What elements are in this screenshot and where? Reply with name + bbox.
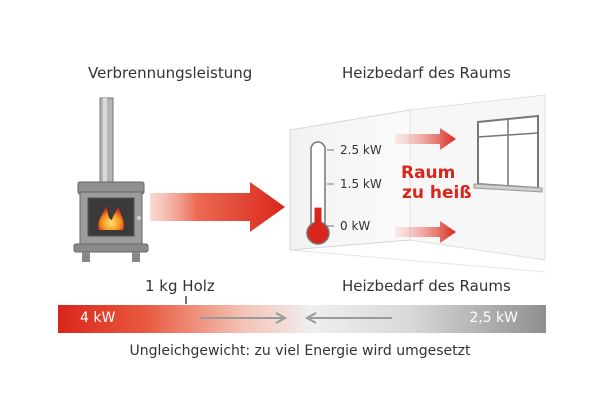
window-icon — [473, 114, 543, 193]
arrow-left-icon — [304, 312, 317, 324]
left-title: Verbrennungsleistung — [88, 64, 253, 82]
stove-icon — [73, 97, 149, 262]
gauge-label-mid: 1.5 kW — [340, 177, 382, 191]
gauge-label-high: 2.5 kW — [340, 143, 382, 157]
bar-left-value: 4 kW — [80, 310, 116, 326]
arrow-right-icon — [395, 128, 456, 150]
arrow-right-icon — [275, 312, 288, 324]
gauge-label-low: 0 kW — [340, 219, 370, 233]
too-hot-line1: Raum — [401, 163, 455, 183]
flame-icon — [98, 206, 124, 230]
bar-right-title: Heizbedarf des Raums — [342, 277, 511, 295]
right-title: Heizbedarf des Raums — [342, 64, 511, 82]
bar-right-value: 2,5 kW — [469, 310, 518, 326]
arrow-right-icon — [150, 182, 285, 232]
balance-bar — [58, 305, 546, 333]
caption: Ungleichgewicht: zu viel Energie wird um… — [129, 343, 471, 359]
arrow-right-icon — [395, 221, 456, 243]
too-hot-line2: zu heiß — [402, 183, 472, 203]
thermometer-icon — [306, 141, 334, 245]
wood-label: 1 kg Holz — [145, 277, 215, 295]
